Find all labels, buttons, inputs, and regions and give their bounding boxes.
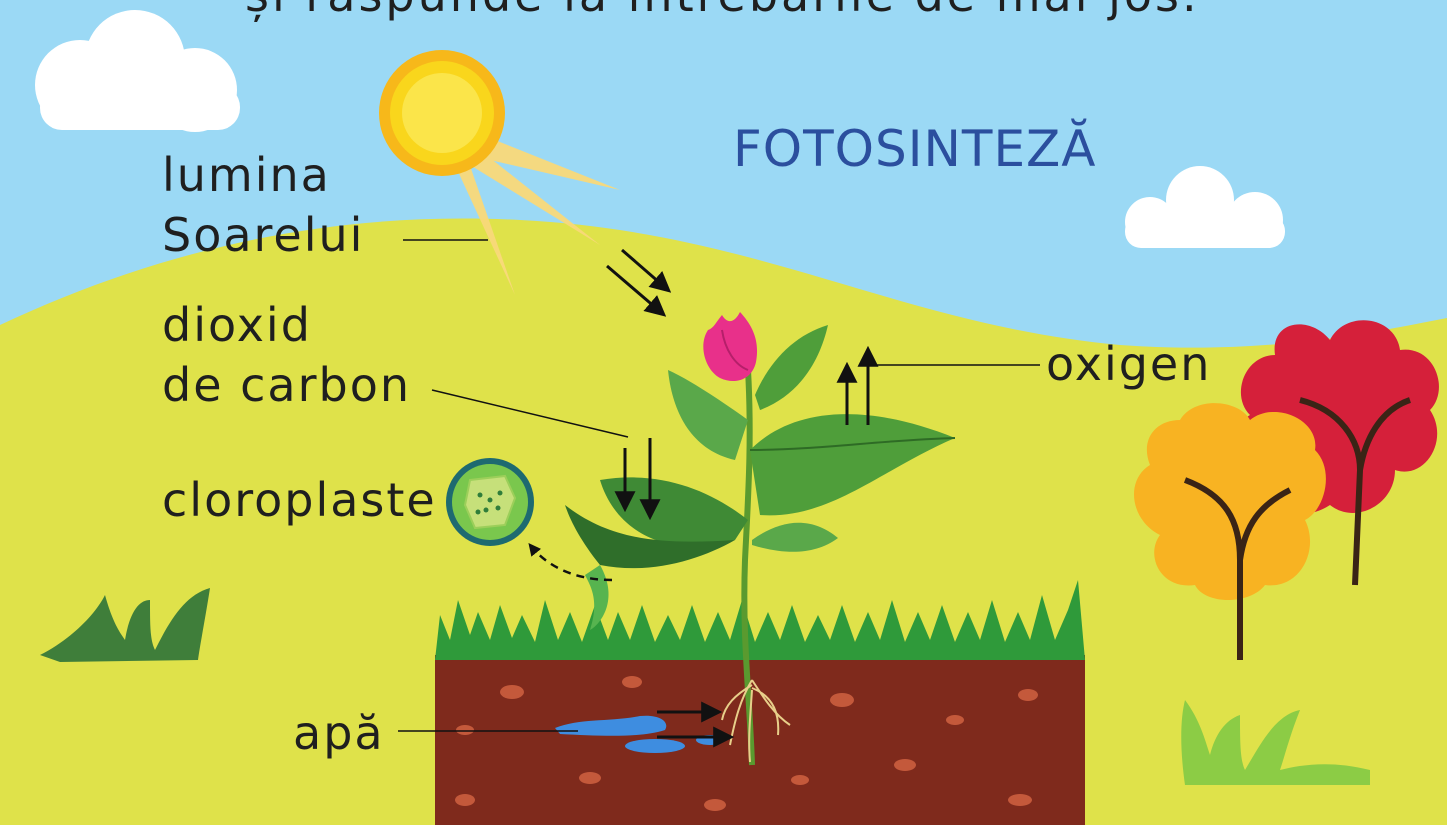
label-sunlight-line1: lumina bbox=[162, 146, 331, 204]
cloud-left bbox=[35, 10, 240, 132]
sun-icon bbox=[379, 50, 505, 176]
diagram-title: FOTOSINTEZĂ bbox=[733, 120, 1097, 178]
label-chloroplasts: cloroplaste bbox=[162, 471, 437, 529]
label-water: apă bbox=[293, 704, 385, 762]
label-oxygen: oxigen bbox=[1046, 335, 1211, 393]
label-co2-line2: de carbon bbox=[162, 356, 411, 414]
label-co2-line1: dioxid bbox=[162, 296, 312, 354]
soil bbox=[435, 655, 1085, 825]
label-sunlight-line2: Soarelui bbox=[162, 206, 364, 264]
chloroplast-icon bbox=[446, 458, 534, 546]
cloud-right bbox=[1125, 166, 1285, 248]
